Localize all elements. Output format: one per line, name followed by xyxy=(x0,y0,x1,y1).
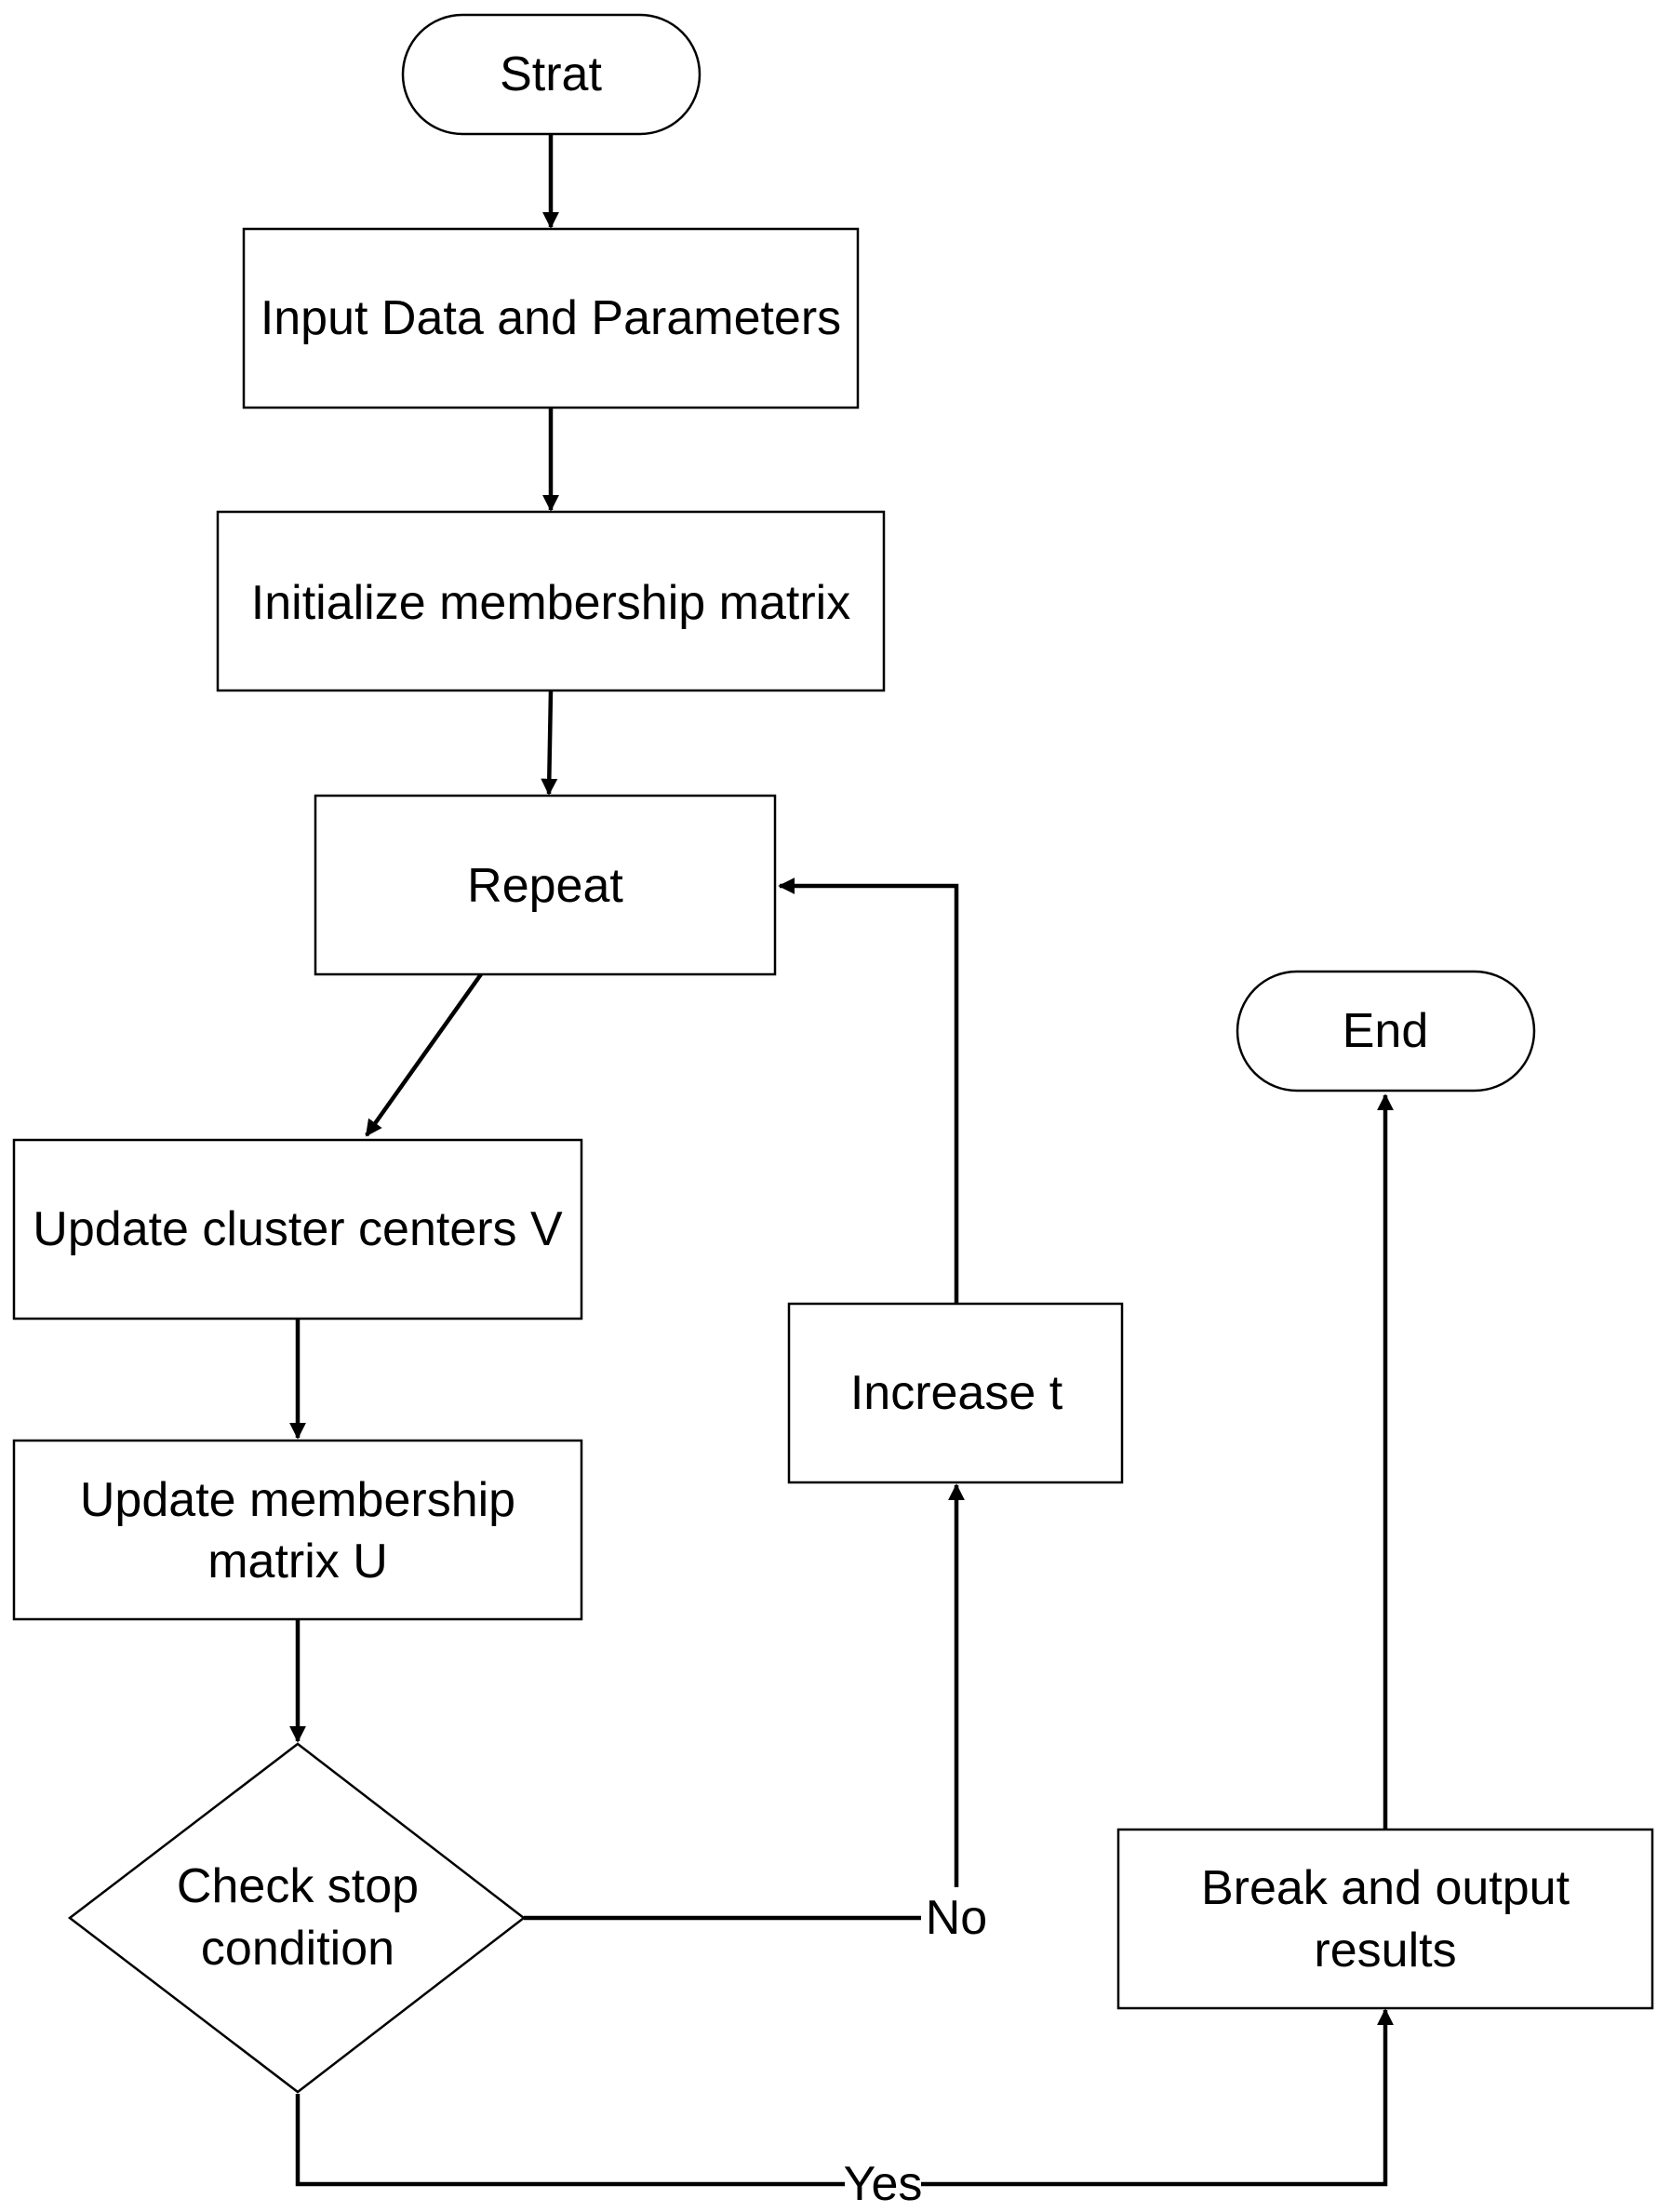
start-terminator xyxy=(401,13,702,136)
check-label-line2: condition xyxy=(201,1922,394,1976)
repeat-box xyxy=(314,794,777,976)
edge-label-yes: Yes xyxy=(844,2157,923,2211)
init-node: Initialize membership matrix xyxy=(216,510,886,692)
init-label: Initialize membership matrix xyxy=(251,576,850,630)
arrow-repeat-to-update-centers xyxy=(365,972,483,1137)
arrow-check-to-break-yes-left xyxy=(295,2094,845,2187)
check-node: Check stop condition xyxy=(67,1742,527,2094)
start-label: Strat xyxy=(500,47,602,101)
end-node: End xyxy=(1236,970,1536,1093)
arrow-init-to-repeat xyxy=(541,690,558,796)
input-node: Input Data and Parameters xyxy=(242,227,860,409)
update-matrix-box xyxy=(12,1439,583,1621)
repeat-node: Repeat xyxy=(314,794,777,976)
edge-label-no: No xyxy=(926,1891,987,1945)
edges xyxy=(289,134,1394,2187)
increase-node: Increase t xyxy=(787,1302,1124,1484)
update-matrix-node: Update membership matrix U xyxy=(12,1439,583,1621)
increase-box xyxy=(787,1302,1124,1484)
break-label-line2: results xyxy=(1314,1924,1456,1977)
arrow-check-to-break-yes-right xyxy=(921,2008,1394,2187)
repeat-label: Repeat xyxy=(467,859,623,913)
update-centers-box xyxy=(12,1138,583,1320)
break-node: Break and output results xyxy=(1116,1828,1654,2010)
update-matrix-label-line1: Update membership xyxy=(80,1473,515,1527)
end-terminator xyxy=(1236,970,1536,1093)
input-label: Input Data and Parameters xyxy=(261,291,841,345)
increase-label: Increase t xyxy=(850,1366,1063,1420)
arrow-increase-to-repeat xyxy=(778,878,959,1304)
check-label-line1: Check stop xyxy=(177,1859,419,1913)
update-centers-node: Update cluster centers V xyxy=(12,1138,583,1320)
start-node: Strat xyxy=(401,13,702,136)
break-label-line1: Break and output xyxy=(1201,1861,1570,1915)
check-decision-diamond xyxy=(67,1742,527,2094)
end-label: End xyxy=(1343,1004,1429,1058)
break-box xyxy=(1116,1828,1654,2010)
update-matrix-label-line2: matrix U xyxy=(207,1535,388,1589)
input-box xyxy=(242,227,860,409)
init-box xyxy=(216,510,886,692)
update-centers-label: Update cluster centers V xyxy=(33,1202,563,1256)
